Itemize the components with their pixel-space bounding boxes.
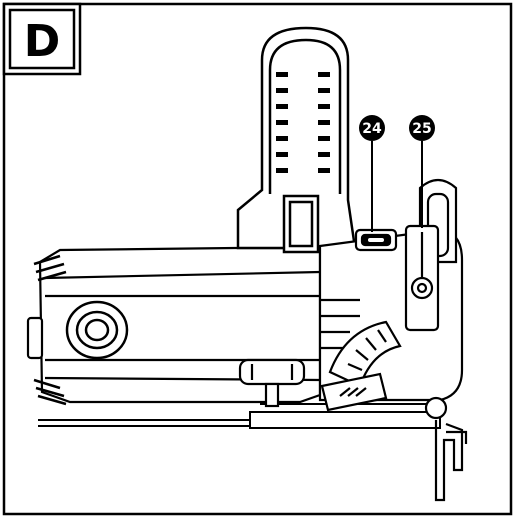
lock-switch xyxy=(354,228,398,252)
callout-25: 25 xyxy=(409,115,435,228)
svg-text:24: 24 xyxy=(362,121,382,137)
svg-text:25: 25 xyxy=(412,121,431,137)
panel-letter: D xyxy=(24,16,61,67)
panel-letter-box: D xyxy=(2,2,82,76)
rear-vent-fins xyxy=(33,254,67,406)
riving-knife xyxy=(424,396,468,502)
bevel-angle-scale xyxy=(328,320,402,388)
front-adjust-knob xyxy=(238,358,306,408)
motor-cap xyxy=(65,300,129,360)
rear-knob xyxy=(26,316,44,360)
depth-lever xyxy=(404,178,458,332)
callout-24: 24 xyxy=(359,115,385,232)
trigger xyxy=(282,194,320,254)
base-plate xyxy=(38,403,441,429)
handle-grip-ribs xyxy=(276,72,330,173)
bevel-lock-lever xyxy=(320,372,388,412)
